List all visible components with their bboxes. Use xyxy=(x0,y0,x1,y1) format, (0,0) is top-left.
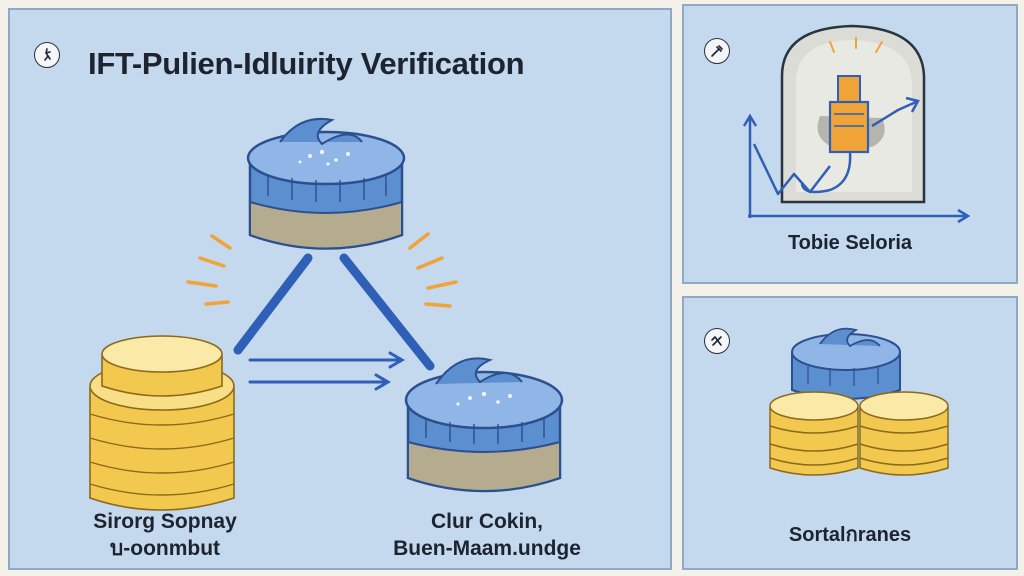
caption-left: Sirorg Sopnay บ-oonmbut xyxy=(80,508,250,562)
bottom-right-panel: Sortalกranes xyxy=(682,296,1018,570)
stacks-illustration xyxy=(769,327,949,476)
hammer-icon xyxy=(704,38,730,64)
caption-left-line1: Sirorg Sopnay xyxy=(93,510,237,533)
caption-right-line2: Buen-Maam.undge xyxy=(393,537,581,560)
tools-icon xyxy=(704,328,730,354)
caption-left-line2: บ-oonmbut xyxy=(109,537,221,560)
link-line-left xyxy=(233,253,313,355)
caption-right-line1: Clur Cokin, xyxy=(430,510,543,533)
small-jar xyxy=(791,327,901,400)
device-illustration xyxy=(742,24,971,224)
top-right-panel: Tobie Seloria xyxy=(682,4,1018,284)
jar-bottom-right xyxy=(404,357,564,493)
coin-stack-left xyxy=(89,335,235,511)
coin-stack-b xyxy=(859,391,949,476)
jar-top xyxy=(246,118,406,250)
coin-stack-a xyxy=(769,391,859,476)
caption-right: Clur Cokin, Buen-Maam.undge xyxy=(372,508,602,562)
top-right-caption: Tobie Seloria xyxy=(787,232,913,254)
bottom-right-caption: Sortalกranes xyxy=(788,524,912,546)
signal-marks xyxy=(186,232,458,308)
main-illustration xyxy=(89,118,564,511)
transfer-arrows xyxy=(248,351,405,391)
figure-icon xyxy=(34,42,60,68)
main-panel: IFT-Pulien-Idluirity Verification xyxy=(8,8,672,570)
link-line-right xyxy=(339,253,435,371)
page-title: IFT-Pulien-Idluirity Verification xyxy=(88,46,525,81)
